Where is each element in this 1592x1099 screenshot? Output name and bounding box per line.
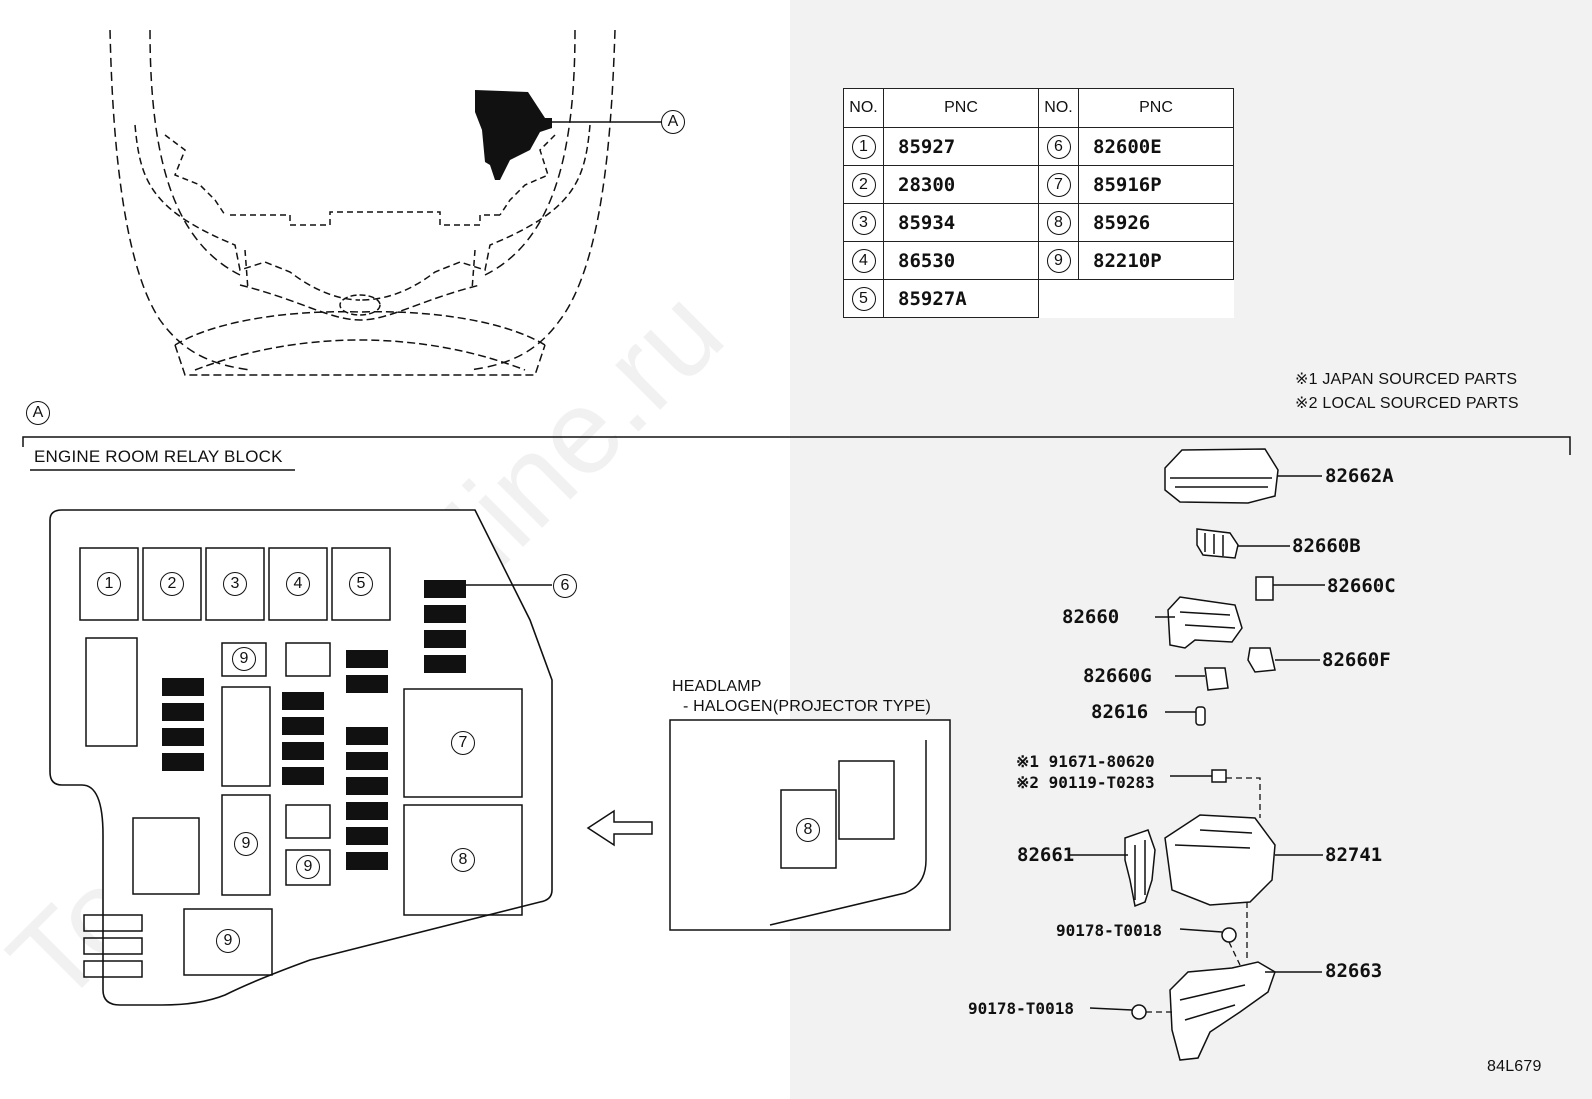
pnc-value: 85934 bbox=[883, 203, 1039, 242]
note-japan-sourced: ※1 JAPAN SOURCED PARTS bbox=[1295, 371, 1518, 388]
part-82660c: 82660C bbox=[1327, 575, 1396, 597]
pnc-value: 82600E bbox=[1078, 127, 1234, 166]
item-number: 8 bbox=[1046, 210, 1071, 235]
pnc-value: 82210P bbox=[1078, 241, 1234, 280]
relay-label-8: 8 bbox=[451, 848, 475, 872]
relay-label-7: 7 bbox=[451, 731, 475, 755]
diagram-code: 84L679 bbox=[1487, 1058, 1542, 1075]
pnc-table: NO. PNC NO. PNC 1 85927 6 82600E 2 28300… bbox=[843, 88, 1234, 318]
pnc-value: 85926 bbox=[1078, 203, 1234, 242]
pnc-value: 85927 bbox=[883, 127, 1039, 166]
table-row: 2 28300 7 85916P bbox=[843, 165, 1234, 204]
table-row: 5 85927A bbox=[843, 279, 1234, 318]
bolt-japan-part: ※1 91671-80620 bbox=[1016, 752, 1155, 771]
pnc-value: 85916P bbox=[1078, 165, 1234, 204]
nut-upper-part: 90178-T0018 bbox=[1056, 921, 1162, 940]
fuse-label-4: 4 bbox=[286, 572, 310, 596]
part-82616: 82616 bbox=[1091, 701, 1149, 723]
table-row: 1 85927 6 82600E bbox=[843, 127, 1234, 166]
part-82662a: 82662A bbox=[1325, 465, 1394, 487]
fuse-label-2: 2 bbox=[160, 572, 184, 596]
col-header-pnc: PNC bbox=[883, 88, 1039, 128]
item-number: 1 bbox=[851, 134, 876, 159]
part-82660b: 82660B bbox=[1292, 535, 1361, 557]
item-number: 6 bbox=[1046, 134, 1071, 159]
item-number: 4 bbox=[851, 248, 876, 273]
relay-label-9: 9 bbox=[232, 647, 256, 671]
col-header-no-2: NO. bbox=[1038, 88, 1079, 128]
headlamp-subtitle: - HALOGEN(PROJECTOR TYPE) bbox=[683, 698, 931, 715]
part-82663: 82663 bbox=[1325, 960, 1383, 982]
headlamp-title: HEADLAMP bbox=[672, 678, 762, 695]
part-82660f: 82660F bbox=[1322, 649, 1391, 671]
callout-a-section: A bbox=[26, 401, 50, 425]
part-82660g: 82660G bbox=[1083, 665, 1152, 687]
col-header-no: NO. bbox=[843, 88, 884, 128]
arrow-left-icon bbox=[586, 809, 653, 847]
section-title: ENGINE ROOM RELAY BLOCK bbox=[34, 447, 283, 466]
item-number: 2 bbox=[851, 172, 876, 197]
part-82660: 82660 bbox=[1062, 606, 1120, 628]
note-local-sourced: ※2 LOCAL SOURCED PARTS bbox=[1295, 395, 1519, 412]
callout-a-overview: A bbox=[661, 110, 685, 134]
relay-label-9: 9 bbox=[296, 855, 320, 879]
table-row: 4 86530 9 82210P bbox=[843, 241, 1234, 280]
bolt-local-part: ※2 90119-T0283 bbox=[1016, 773, 1155, 792]
relay-label-9: 9 bbox=[234, 832, 258, 856]
parts-exploded-view bbox=[1124, 448, 1279, 1061]
fuse-label-3: 3 bbox=[223, 572, 247, 596]
col-header-pnc-2: PNC bbox=[1078, 88, 1234, 128]
relay-block-location bbox=[475, 90, 552, 180]
item-number: 5 bbox=[851, 286, 876, 311]
part-82741: 82741 bbox=[1325, 844, 1383, 866]
nut-lower-part: 90178-T0018 bbox=[968, 999, 1074, 1018]
section-bracket bbox=[22, 436, 1571, 455]
headlamp-relay-label-8: 8 bbox=[796, 818, 820, 842]
pnc-value: 28300 bbox=[883, 165, 1039, 204]
fuse-label-1: 1 bbox=[97, 572, 121, 596]
item-number: 3 bbox=[851, 210, 876, 235]
pnc-value: 86530 bbox=[883, 241, 1039, 280]
pnc-value: 85927A bbox=[883, 279, 1039, 318]
item-number: 7 bbox=[1046, 172, 1071, 197]
callout-6: 6 bbox=[553, 574, 577, 598]
car-front-outline bbox=[109, 29, 616, 376]
table-row: 3 85934 8 85926 bbox=[843, 203, 1234, 242]
part-82661: 82661 bbox=[1017, 844, 1075, 866]
fuse-label-5: 5 bbox=[349, 572, 373, 596]
item-number: 9 bbox=[1046, 248, 1071, 273]
relay-label-9: 9 bbox=[216, 929, 240, 953]
